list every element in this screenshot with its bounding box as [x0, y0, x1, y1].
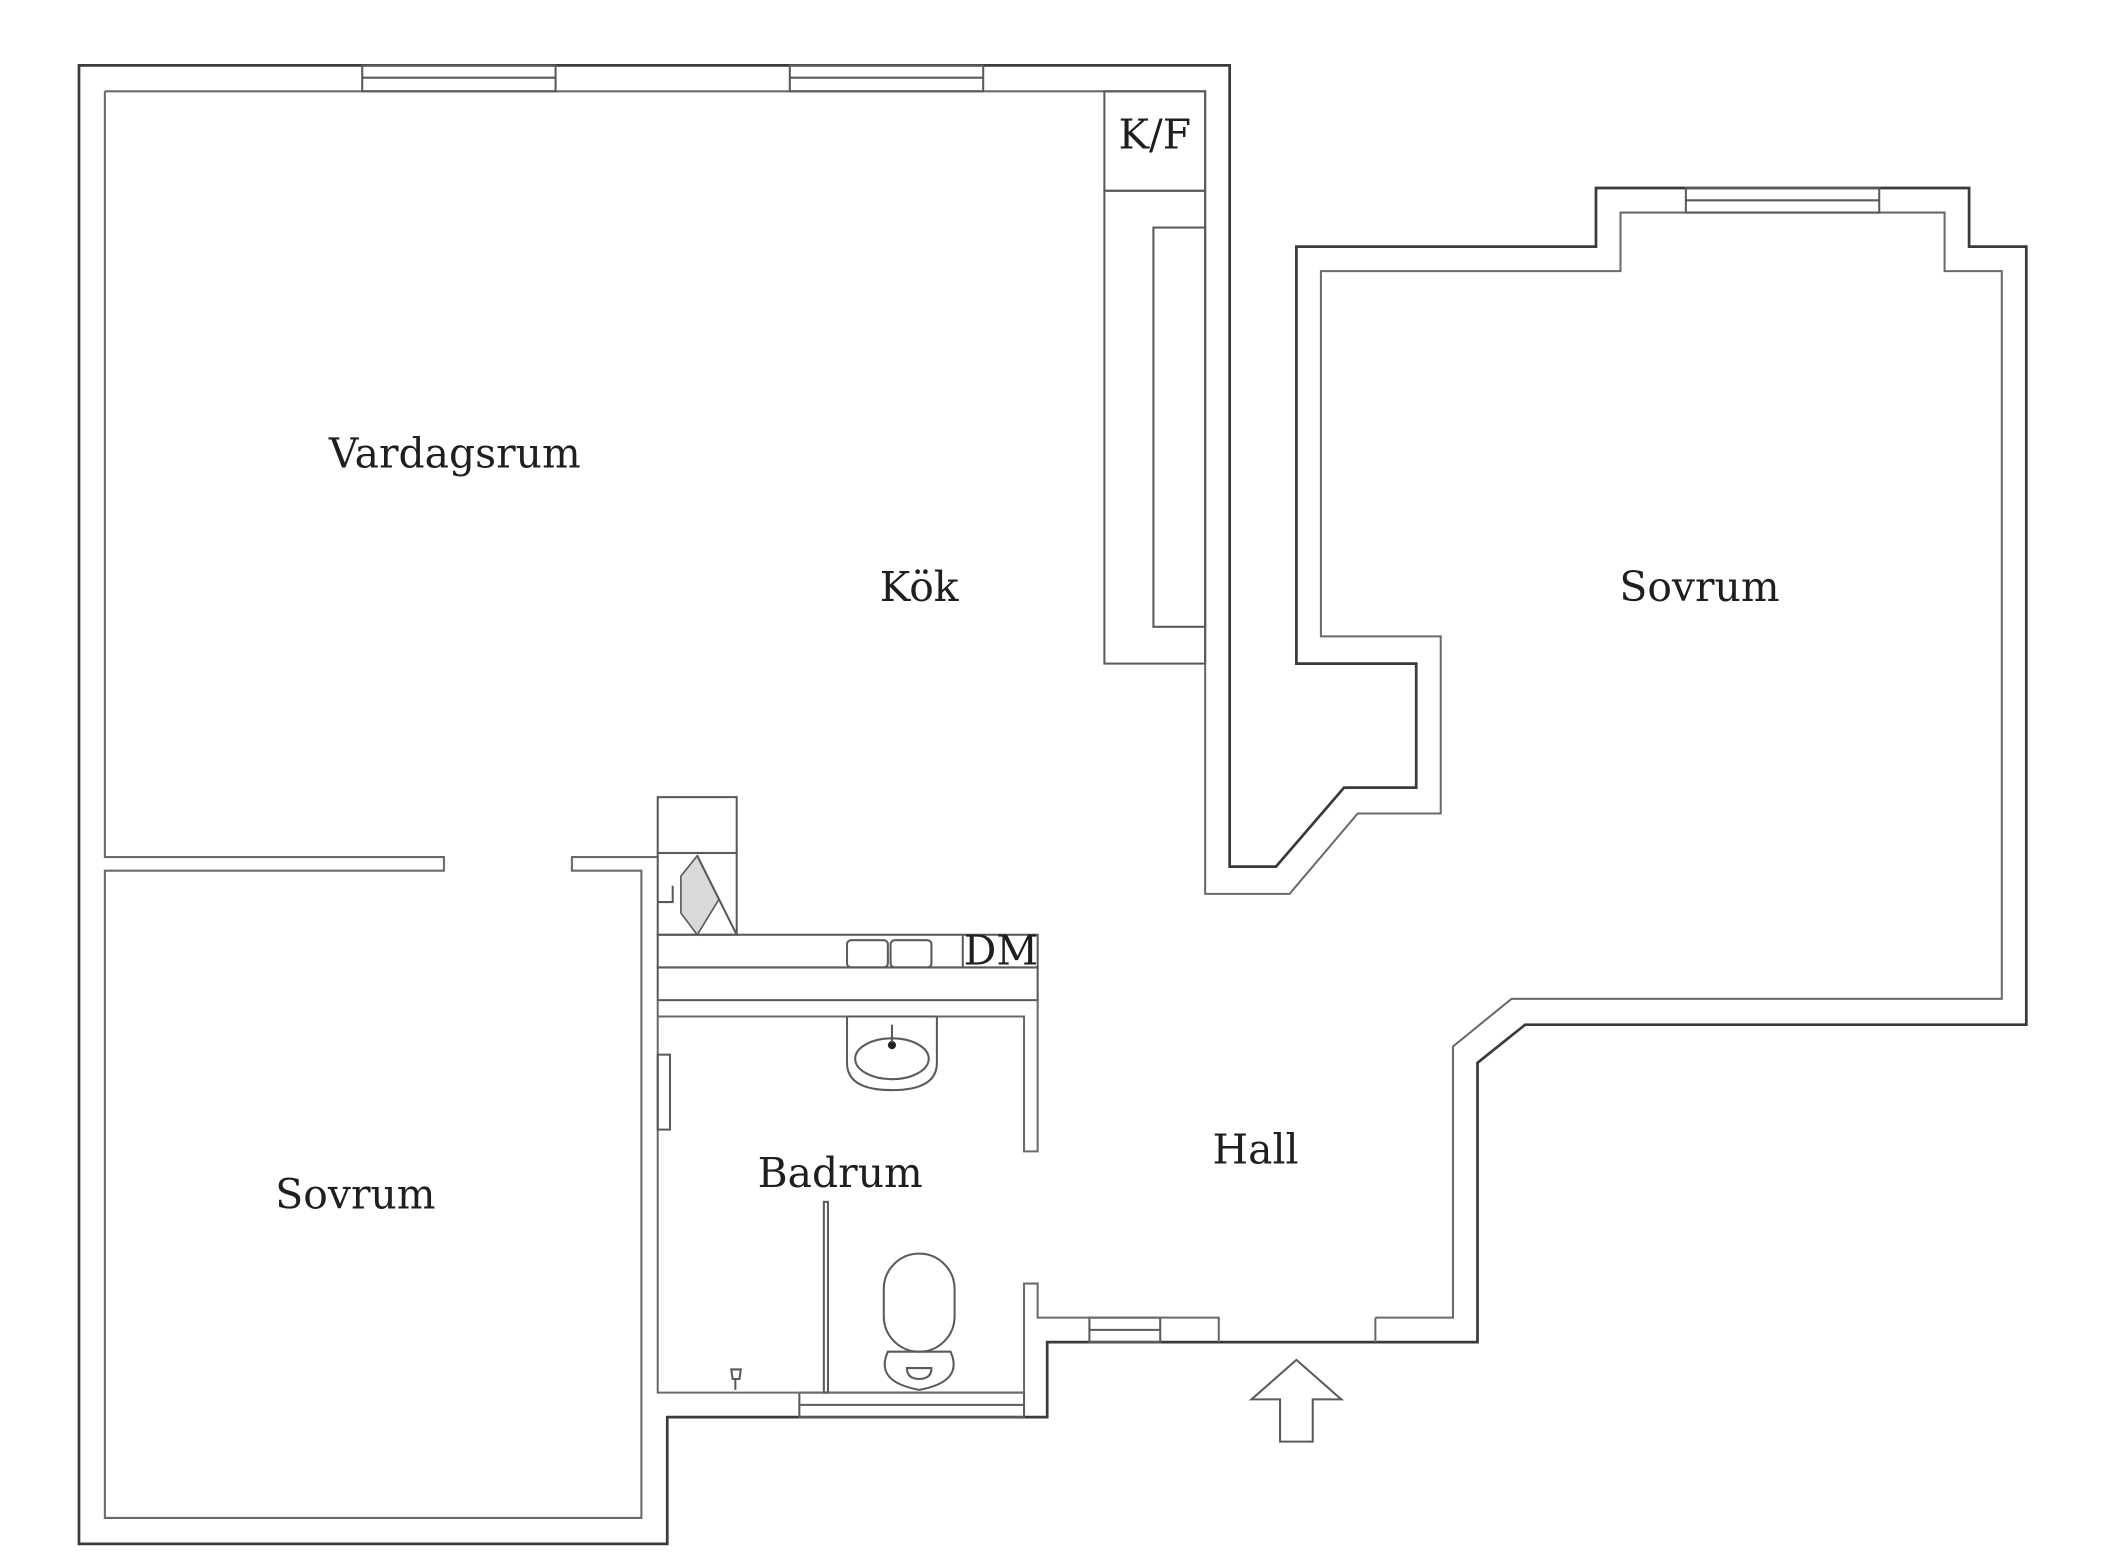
- room-label-kok: Kök: [880, 563, 960, 611]
- room-label-badrum: Badrum: [758, 1149, 923, 1197]
- kitchen-counter: [1103, 90, 1207, 665]
- fixture-label-dm: DM: [964, 927, 1039, 975]
- entrance-arrow-icon: [1248, 1358, 1345, 1443]
- fixture-label-kf: K/F: [1118, 111, 1191, 159]
- room-label-sovrum-left: Sovrum: [275, 1171, 435, 1219]
- outer-walls: [77, 64, 2028, 1546]
- sink-counter: [656, 933, 1039, 1002]
- windows: [361, 64, 1881, 1419]
- stove: [656, 796, 738, 937]
- room-label-hall: Hall: [1212, 1126, 1298, 1174]
- room-label-sovrum-right: Sovrum: [1619, 563, 1779, 611]
- bathroom: [656, 1000, 1220, 1394]
- room-label-vardagsrum: Vardagsrum: [328, 429, 581, 477]
